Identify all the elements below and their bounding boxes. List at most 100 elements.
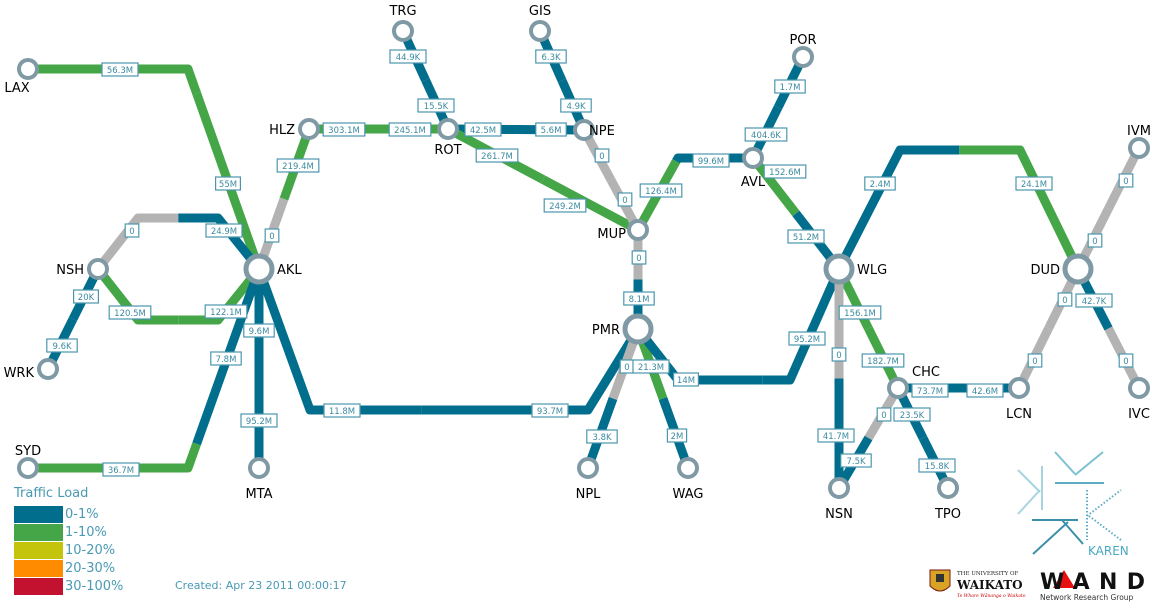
label-text: 99.6M [698,157,724,167]
node-chc[interactable] [887,377,909,399]
link-traffic-label: 404.6K [744,127,788,142]
node-ivm[interactable] [1128,137,1150,159]
node-ring-icon[interactable] [627,219,649,241]
label-text: 7.5K [846,457,866,467]
node-ring-icon[interactable] [243,253,275,285]
node-mup[interactable] [627,219,649,241]
link-nsh-akl-in[interactable] [178,213,263,272]
link-traffic-label: 51.2M [787,229,825,244]
node-ring-icon[interactable] [937,477,959,499]
node-label: SYD [15,444,41,459]
label-box [623,291,655,306]
link-traffic-label: 2.4M [864,176,896,191]
node-ring-icon[interactable] [573,119,595,141]
node-ring-icon[interactable] [792,46,814,68]
label-box [1015,176,1053,191]
label-text: 55M [219,180,237,190]
node-ring-icon[interactable] [742,147,764,169]
node-nsh[interactable] [87,258,109,280]
node-ring-icon[interactable] [1128,137,1150,159]
node-avl[interactable] [742,147,764,169]
node-ring-icon[interactable] [887,377,909,399]
label-text: 95.2M [246,417,272,427]
node-tpo[interactable] [937,477,959,499]
node-ring-icon[interactable] [622,313,654,345]
link-nsh-akl-out[interactable] [94,266,179,325]
node-ring-icon[interactable] [298,118,320,140]
link-traffic-label: 93.7M [531,403,569,418]
label-text: 42.5M [470,126,496,136]
link-wlg-dud-in[interactable] [959,145,1083,271]
link-akl-pmr-in[interactable] [421,326,642,415]
label-text: 95.2M [794,335,820,345]
node-trg[interactable] [392,20,414,42]
link-traffic-label: 42.5M [464,122,502,137]
node-wlg[interactable] [823,253,855,285]
node-wrk[interactable] [37,358,59,380]
link-avl-wlg-out[interactable] [749,155,800,217]
label-text: 1.7M [780,83,801,93]
node-ring-icon[interactable] [577,457,599,479]
node-gis[interactable] [529,20,551,42]
node-ring-icon[interactable] [529,20,551,42]
link-traffic-label: 0 [831,347,847,362]
label-box [666,428,688,443]
label-box [594,148,610,163]
link-lax-akl-out[interactable] [28,64,201,96]
link-traffic-label: 0 [631,250,647,265]
node-syd[interactable] [17,457,39,479]
link-pmr-wlg-in[interactable] [762,267,844,385]
link-nsh-akl-out[interactable] [94,213,179,272]
node-ring-icon[interactable] [37,358,59,380]
label-box [72,289,99,304]
label-text: 0 [269,232,274,242]
link-traffic-label: 0 [264,228,280,243]
label-text: 20K [78,293,95,303]
link-rot-mup-in[interactable] [540,175,641,234]
node-label: GIS [529,4,551,19]
node-ring-icon[interactable] [823,253,855,285]
link-traffic-label: 2M [666,428,688,443]
waikato-motto-text: Te Whare Wānanga o Waikato [957,593,1026,599]
link-akl-pmr-out[interactable] [254,267,422,415]
link-akl-syd-in[interactable] [28,442,201,473]
node-npl[interactable] [577,457,599,479]
node-rot[interactable] [437,118,459,140]
node-label: IVC [1128,407,1150,422]
node-por[interactable] [792,46,814,68]
node-akl[interactable] [243,253,275,285]
link-traffic-label: 44.9K [389,49,427,64]
label-text: 0 [1123,177,1128,187]
node-wag[interactable] [677,457,699,479]
link-traffic-label: 15.5K [417,98,455,113]
node-ivc[interactable] [1128,377,1150,399]
legend-swatch [14,559,63,577]
node-ring-icon[interactable] [1008,377,1030,399]
node-ring-icon[interactable] [17,58,39,80]
node-ring-icon[interactable] [677,457,699,479]
label-text: 73.7M [917,387,943,397]
link-wlg-dud-out[interactable] [834,145,960,272]
label-box [1118,353,1134,368]
node-ring-icon[interactable] [1128,377,1150,399]
node-lax[interactable] [17,58,39,80]
label-text: 44.9K [396,53,421,63]
label-box [966,383,1004,398]
node-hlz[interactable] [298,118,320,140]
node-npe[interactable] [573,119,595,141]
node-dud[interactable] [1062,253,1094,285]
node-nsn[interactable] [828,477,850,499]
link-nsh-akl-in[interactable] [178,266,263,325]
node-mta[interactable] [248,457,270,479]
node-ring-icon[interactable] [17,457,39,479]
node-ring-icon[interactable] [437,118,459,140]
label-box [893,407,931,422]
node-ring-icon[interactable] [87,258,109,280]
label-text: 6.3K [541,53,561,63]
node-ring-icon[interactable] [248,457,270,479]
node-ring-icon[interactable] [828,477,850,499]
node-ring-icon[interactable] [1062,253,1094,285]
node-lcn[interactable] [1008,377,1030,399]
node-ring-icon[interactable] [392,20,414,42]
node-pmr[interactable] [622,313,654,345]
